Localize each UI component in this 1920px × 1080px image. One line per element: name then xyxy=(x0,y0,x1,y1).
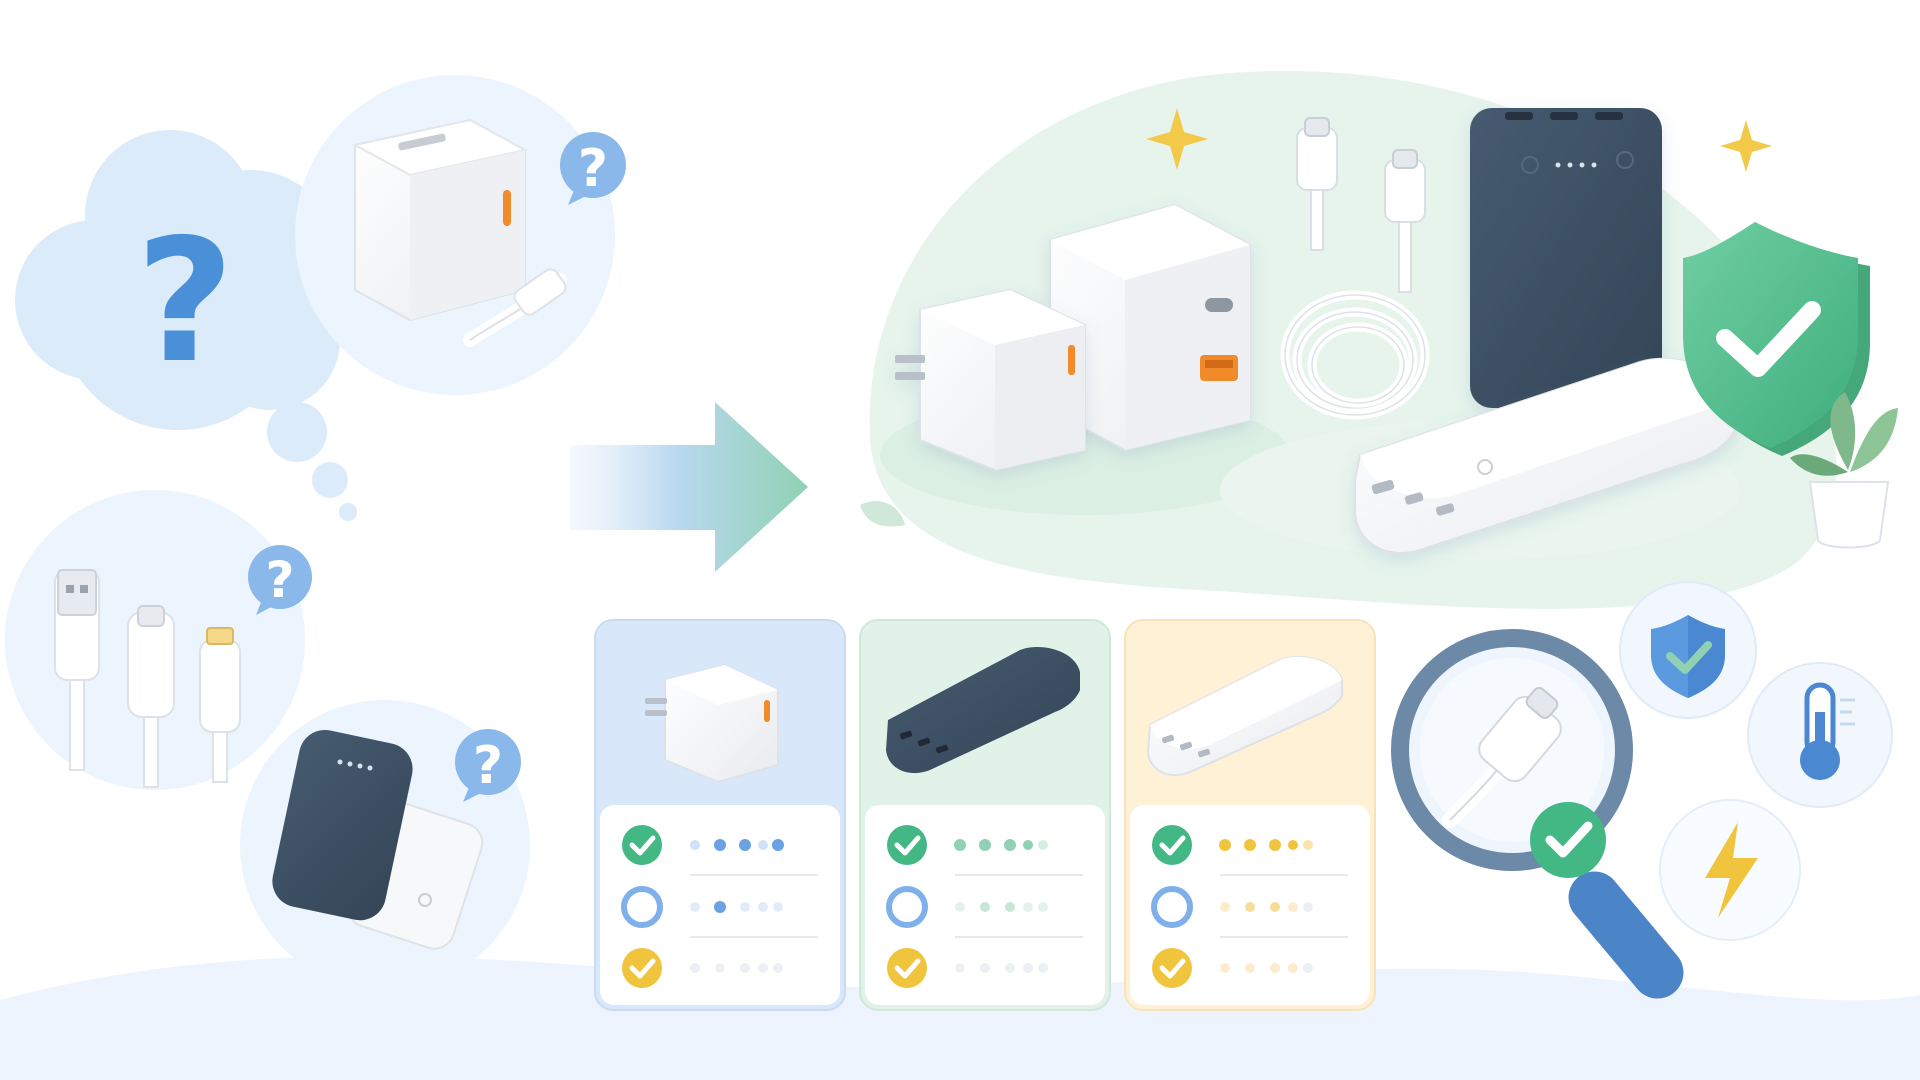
comparison-card-white-bank[interactable] xyxy=(1124,619,1376,1011)
comparison-card-navy-bank[interactable] xyxy=(859,619,1111,1011)
magnifier-icon xyxy=(1391,629,1684,999)
bottom-wave xyxy=(0,956,1920,1080)
potted-plant xyxy=(1790,392,1898,549)
question-mark-icon: ? xyxy=(578,139,608,199)
transition-arrow xyxy=(570,402,808,572)
spec-row-check-yellow xyxy=(622,948,783,988)
lightning-icon xyxy=(1659,799,1801,941)
usb-c-cables xyxy=(1280,117,1430,420)
spec-row-circle xyxy=(621,886,818,938)
compact-charger xyxy=(895,288,1086,472)
thought-cloud: ? xyxy=(15,130,357,521)
bubble-cables: ? xyxy=(5,490,312,790)
shield-check-icon xyxy=(1619,581,1757,719)
comparison-card-charger[interactable] xyxy=(594,619,846,1011)
bubble-charger: ? xyxy=(295,75,626,395)
sparkle-icon xyxy=(1146,108,1208,170)
shield-check-icon xyxy=(1683,222,1870,456)
spec-row-circle xyxy=(886,886,1083,938)
sparkle-icon xyxy=(1720,120,1772,172)
spec-row-check-yellow xyxy=(887,948,1048,988)
spec-row-check-yellow xyxy=(1152,948,1313,988)
question-mark-icon: ? xyxy=(265,551,294,609)
dual-port-charger xyxy=(1049,203,1251,452)
spec-row-check xyxy=(622,825,818,876)
spec-row-check xyxy=(1152,825,1348,876)
question-mark-icon: ? xyxy=(473,736,503,796)
navy-bank-thumbnail xyxy=(886,646,1080,774)
spec-row-circle xyxy=(1151,886,1348,938)
spec-row-check xyxy=(887,825,1083,876)
navy-power-bank xyxy=(1470,108,1662,408)
bubble-powerbanks: ? xyxy=(240,700,530,990)
question-mark-icon: ? xyxy=(136,203,235,401)
thermometer-icon xyxy=(1747,662,1893,808)
